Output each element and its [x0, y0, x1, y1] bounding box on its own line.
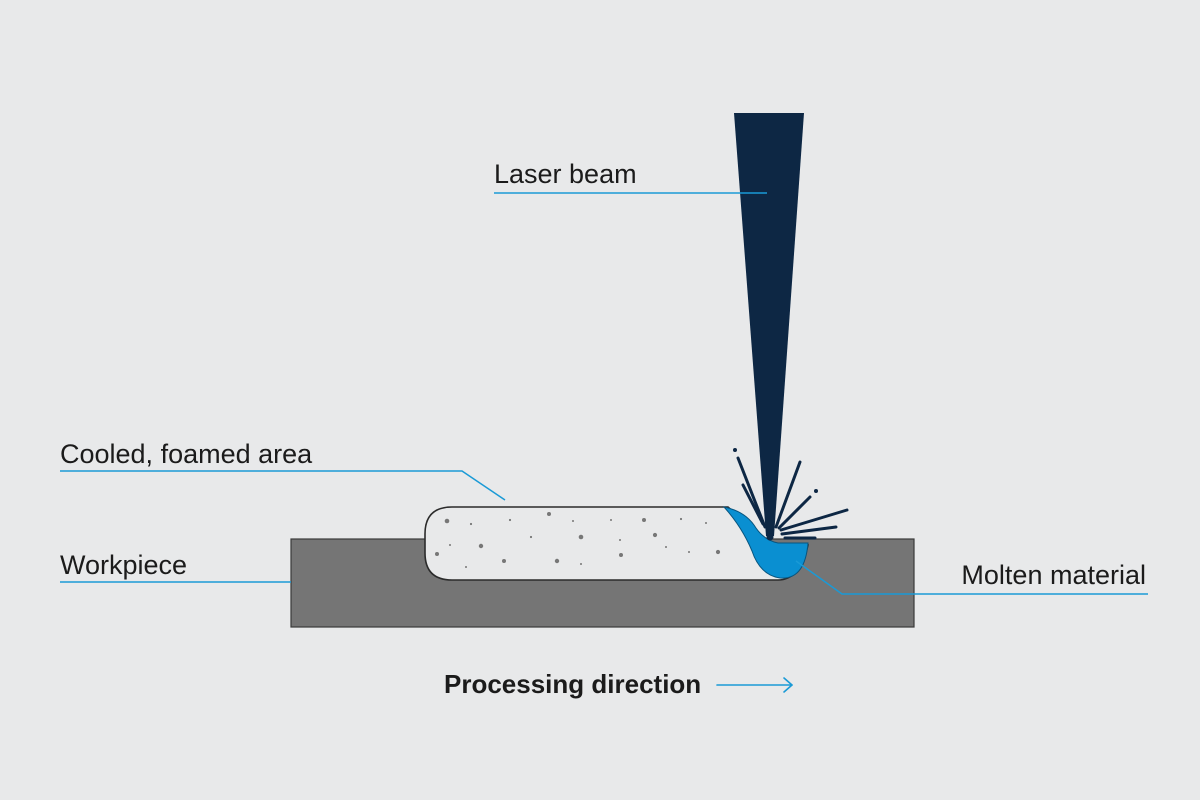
laser-beam	[734, 113, 804, 541]
melt-pool	[722, 506, 809, 579]
label-molten-material: Molten material	[961, 560, 1146, 590]
leader-molten-material	[795, 560, 1148, 595]
focal-point	[766, 533, 774, 541]
label-processing-direction: Processing direction	[444, 669, 701, 699]
molten-material	[722, 506, 809, 579]
spark-5	[779, 508, 849, 532]
spark-1	[736, 456, 767, 529]
label-workpiece: Workpiece	[60, 550, 187, 580]
foam-pores	[435, 512, 721, 568]
sparks	[733, 448, 849, 540]
spark-3	[774, 460, 802, 529]
spark-6	[780, 525, 838, 536]
spark-2	[741, 483, 765, 526]
spark-4	[777, 495, 812, 530]
label-cooled-foamed-area: Cooled, foamed area	[60, 439, 313, 469]
leader-lines	[60, 192, 1148, 595]
label-laser-beam: Laser beam	[494, 159, 637, 189]
spark-droplet-2	[814, 489, 818, 493]
laser-beam-cone	[734, 113, 804, 536]
right-arrow-icon	[716, 677, 793, 693]
leader-cooled-foamed-area	[60, 470, 506, 501]
spark-droplet-1	[733, 448, 737, 452]
